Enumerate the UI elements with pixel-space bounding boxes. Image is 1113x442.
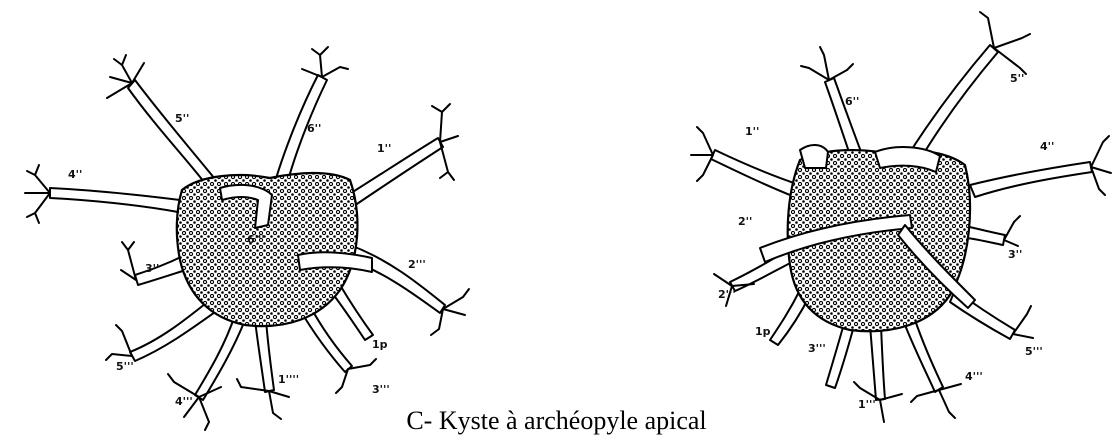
- right-cyst: [691, 12, 1111, 422]
- left-label-5-dbl: 5'': [175, 112, 189, 125]
- right-label-1-dbl: 1'': [745, 125, 759, 138]
- right-label-4-tri: 4''': [965, 370, 983, 383]
- left-label-1p: 1p: [372, 338, 388, 351]
- left-label-2-tri: 2''': [408, 258, 426, 271]
- left-label-6-dbl: 6'': [307, 122, 321, 135]
- right-label-4-dbl: 4'': [1040, 140, 1054, 153]
- right-label-5-dbl: 5'': [1010, 72, 1024, 85]
- right-label-2-dbl: 2'': [738, 215, 752, 228]
- left-label-4-dbl: 4'': [68, 168, 82, 181]
- right-label-2-tri: 2''': [718, 288, 736, 301]
- right-label-5-tri: 5''': [1025, 345, 1043, 358]
- left-label-3-tri: 3''': [372, 383, 390, 396]
- right-label-3-tri: 3''': [808, 342, 826, 355]
- left-label-1-quad: 1'''': [278, 373, 299, 386]
- right-label-1p: 1p: [755, 325, 771, 338]
- left-label-6-tri: 6''': [247, 233, 265, 246]
- left-label-1-dbl: 1'': [377, 142, 391, 155]
- left-label-3-dbl: 3'': [145, 262, 159, 275]
- left-label-5-tri: 5''': [116, 360, 134, 373]
- figure-caption: C- Kyste à archéopyle apical: [0, 406, 1113, 436]
- right-label-6-dbl: 6'': [845, 95, 859, 108]
- right-label-3-dbl: 3'': [1008, 248, 1022, 261]
